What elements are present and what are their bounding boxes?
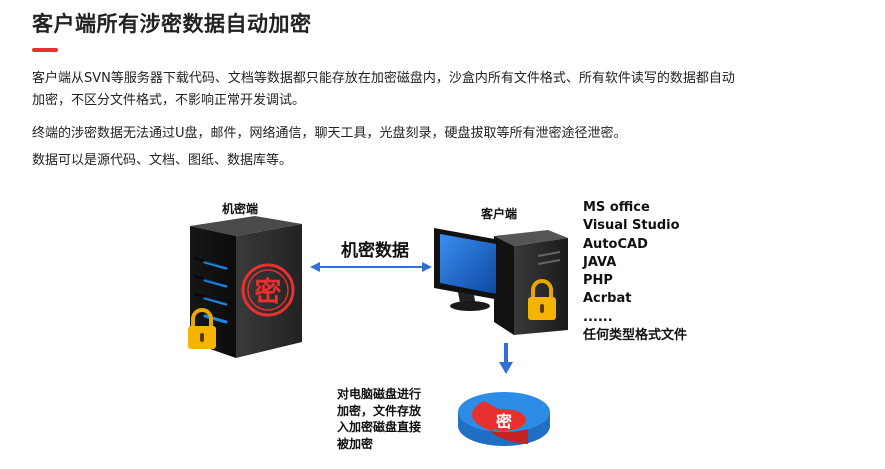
flow-label: 机密数据 <box>341 241 409 261</box>
disk-text-line: 被加密 <box>337 436 374 451</box>
disk-text-line: 入加密磁盘直接 <box>337 420 422 434</box>
software-list: MS office Visual Studio AutoCAD JAVA PHP… <box>583 199 687 345</box>
description-line-3: 终端的涉密数据无法通过U盘，邮件，网络通信，聊天工具，光盘刻录，硬盘拔取等所有泄… <box>32 126 627 141</box>
description-line-4: 数据可以是源代码、文档、图纸、数据库等。 <box>32 153 293 168</box>
software-item: Visual Studio <box>583 218 680 234</box>
server-icon <box>190 216 302 358</box>
disk-char: 密 <box>495 412 512 431</box>
seal-char: 密 <box>255 276 282 308</box>
software-item: PHP <box>583 273 613 289</box>
title-underline <box>32 48 58 52</box>
page-title: 客户端所有涉密数据自动加密 <box>32 12 312 36</box>
client-padlock-icon <box>528 279 556 320</box>
software-item: ...... <box>583 309 613 325</box>
software-item: AutoCAD <box>583 236 648 252</box>
disk-text-line: 对电脑磁盘进行 <box>337 387 422 401</box>
client-label: 客户端 <box>481 207 518 221</box>
disk-text-line: 加密，文件存放 <box>337 403 422 418</box>
software-item: MS office <box>583 200 650 215</box>
server-padlock-icon <box>188 308 216 349</box>
double-arrow-icon <box>310 262 432 272</box>
description-line-2: 加密，不区分文件格式，不影响正常开发调试。 <box>32 93 306 108</box>
encrypted-disk-icon: 密 <box>458 392 550 446</box>
disk-description: 对电脑磁盘进行 加密，文件存放 入加密磁盘直接 被加密 <box>337 386 449 452</box>
software-item: JAVA <box>583 254 617 270</box>
software-item: 任何类型格式文件 <box>583 328 688 344</box>
down-arrow-icon <box>499 343 513 374</box>
encryption-seal-icon: 密 <box>241 263 295 317</box>
software-item: Acrbat <box>583 291 632 307</box>
server-label: 机密端 <box>222 202 259 216</box>
description-line-1: 客户端从SVN等服务器下载代码、文档等数据都只能存放在加密磁盘内，沙盒内所有文件… <box>32 71 735 86</box>
